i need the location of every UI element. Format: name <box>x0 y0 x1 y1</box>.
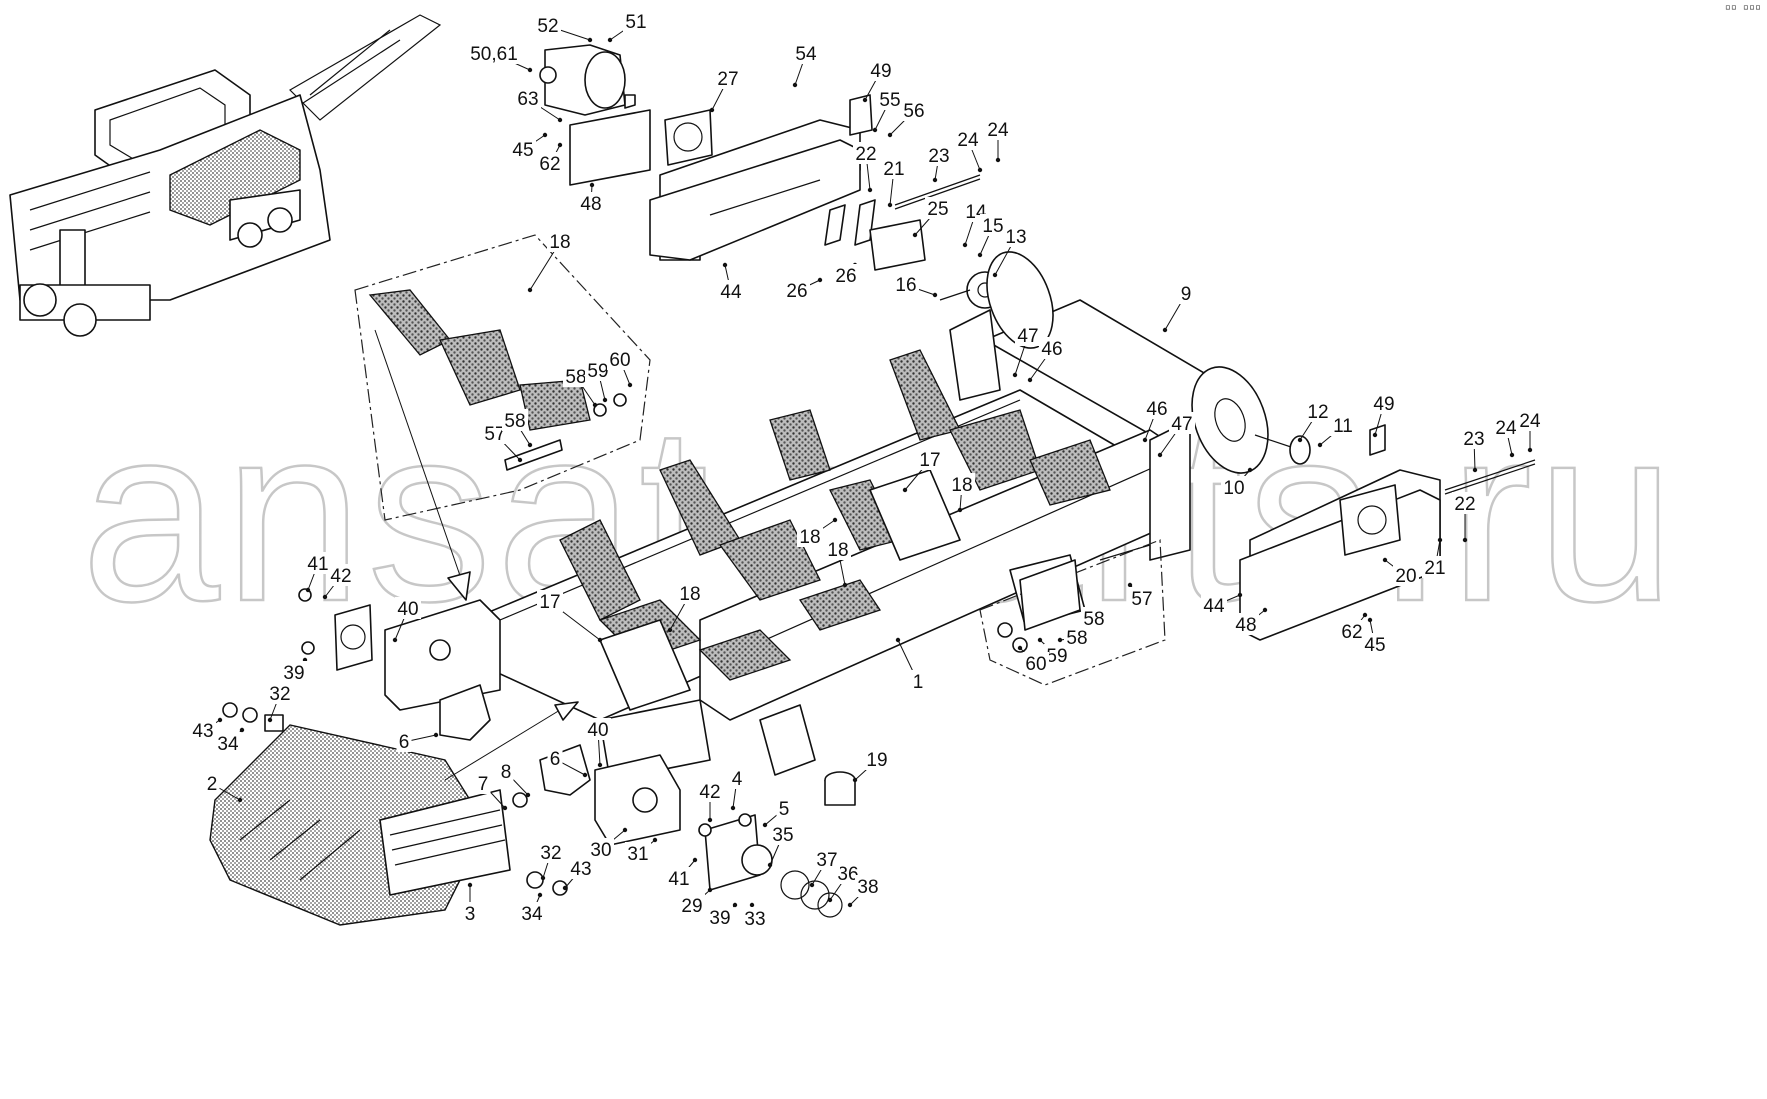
guard-brackets <box>824 94 926 271</box>
corner-mark: ▫▫ ▫▫▫ <box>1724 2 1761 13</box>
clamp-ring-right <box>539 744 591 796</box>
gasket-plate <box>569 109 651 186</box>
drive-guard-left <box>649 119 861 261</box>
return-roller-detail-box <box>979 539 1166 686</box>
belt-scraper <box>379 789 511 896</box>
assembly-arrow <box>444 701 579 781</box>
adapter-flange <box>664 109 713 166</box>
rubber-buffer <box>824 771 856 806</box>
end-plate-right <box>594 754 681 846</box>
clamp-ring-left <box>439 684 491 741</box>
roller-detail-box <box>354 234 651 601</box>
end-plate-left <box>384 599 501 711</box>
bearing-housing-left <box>334 604 373 671</box>
idler-roller-set-3 <box>829 349 1111 551</box>
drive-motor <box>539 44 636 116</box>
bearing-assembly-lower <box>704 814 843 918</box>
idler-roller-set-2 <box>659 409 831 601</box>
tension-screw-upper <box>894 174 981 210</box>
machine-overview-illustration <box>9 14 442 337</box>
